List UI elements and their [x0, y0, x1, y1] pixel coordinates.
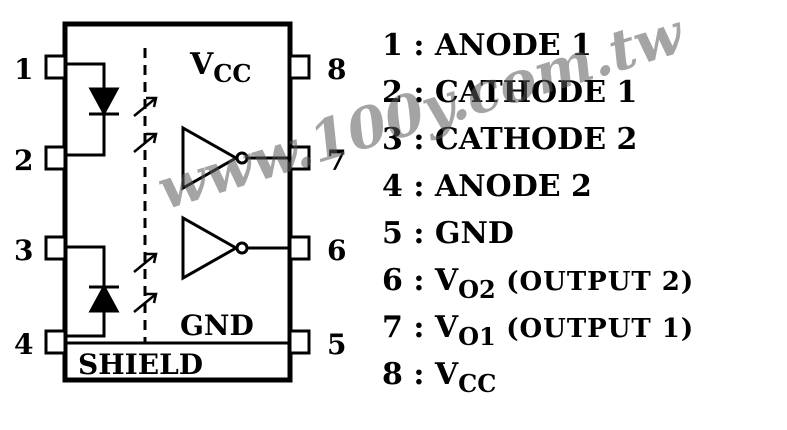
- legend-row-7: 7 : VO1 (OUTPUT 1): [382, 304, 694, 351]
- legend-sep: :: [413, 310, 425, 345]
- legend-sub: CC: [458, 369, 497, 398]
- legend-name: CATHODE 1: [434, 75, 638, 110]
- legend-name: ANODE 1: [434, 28, 592, 63]
- legend-row-5: 5 : GND: [382, 210, 694, 257]
- vcc-sub: CC: [213, 59, 251, 88]
- legend-num: 2: [382, 75, 403, 110]
- output-buffer-1-icon: [181, 125, 290, 191]
- legend-desc: (OUTPUT 2): [506, 267, 695, 297]
- legend-row-3: 3 : CATHODE 2: [382, 116, 694, 163]
- pin-1-label: 1: [14, 53, 33, 86]
- legend-row-8: 8 : VCC: [382, 351, 694, 398]
- pin-8-label: 8: [327, 53, 346, 86]
- package-body: [62, 21, 293, 383]
- pin-3-stub: [44, 235, 67, 261]
- legend-num: 8: [382, 357, 403, 392]
- legend-num: 7: [382, 310, 403, 345]
- legend-name: CATHODE 2: [434, 122, 638, 157]
- pin-2-stub: [44, 145, 67, 171]
- pin-4-stub: [44, 329, 67, 355]
- legend-name: V: [434, 310, 459, 345]
- legend-sep: :: [413, 216, 425, 251]
- pin-2-label: 2: [14, 144, 33, 177]
- legend-num: 1: [382, 28, 403, 63]
- vcc-label: VCC: [189, 47, 251, 88]
- pin-1-stub: [44, 54, 67, 80]
- gnd-label: GND: [180, 309, 254, 342]
- legend-sub: O1: [458, 322, 496, 351]
- legend-name: V: [434, 263, 459, 298]
- pin-5-stub: [288, 329, 311, 355]
- legend-desc: (OUTPUT 1): [506, 314, 695, 344]
- legend-row-1: 1 : ANODE 1: [382, 22, 694, 69]
- legend-row-6: 6 : VO2 (OUTPUT 2): [382, 257, 694, 304]
- legend-name: ANODE 2: [434, 169, 592, 204]
- legend-sub: O2: [458, 275, 496, 304]
- pin-7-label: 7: [327, 144, 346, 177]
- legend-num: 3: [382, 122, 403, 157]
- legend-num: 5: [382, 216, 403, 251]
- led-2-icon: [65, 245, 120, 338]
- legend-name: GND: [434, 216, 514, 251]
- pin-7-stub: [288, 145, 311, 171]
- vcc-main: V: [189, 47, 214, 82]
- pin-legend: 1 : ANODE 1 2 : CATHODE 1 3 : CATHODE 2 …: [382, 22, 694, 398]
- legend-num: 6: [382, 263, 403, 298]
- legend-sep: :: [413, 28, 425, 63]
- legend-num: 4: [382, 169, 403, 204]
- led-1-icon: [65, 62, 120, 157]
- pin-5-label: 5: [327, 328, 346, 361]
- pin-6-label: 6: [327, 234, 346, 267]
- legend-sep: :: [413, 357, 425, 392]
- legend-sep: :: [413, 75, 425, 110]
- shield-label: SHIELD: [78, 348, 203, 381]
- pin-6-stub: [288, 235, 311, 261]
- legend-sep: :: [413, 122, 425, 157]
- legend-sep: :: [413, 169, 425, 204]
- pin-8-stub: [288, 54, 311, 80]
- legend-row-4: 4 : ANODE 2: [382, 163, 694, 210]
- output-buffer-2-icon: [181, 215, 290, 281]
- pin-4-label: 4: [14, 328, 33, 361]
- legend-name: V: [434, 357, 459, 392]
- legend-row-2: 2 : CATHODE 1: [382, 69, 694, 116]
- legend-sep: :: [413, 263, 425, 298]
- pin-3-label: 3: [14, 234, 33, 267]
